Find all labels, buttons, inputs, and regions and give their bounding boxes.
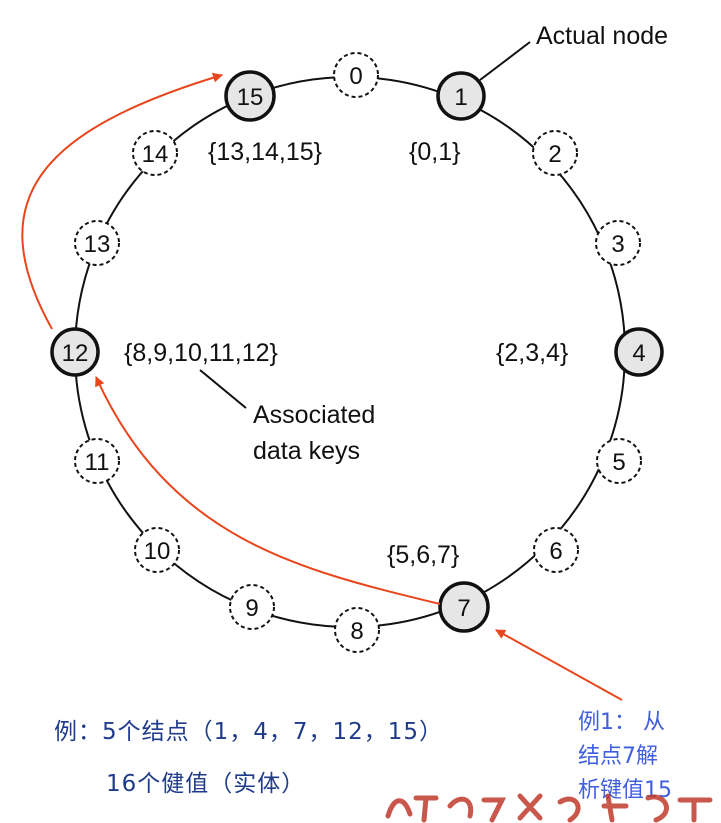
- node-8-label: 8: [350, 618, 363, 645]
- caption-line-1: 例：5个结点（1，4，7，12，15）: [54, 719, 444, 745]
- node-8: 8: [334, 607, 380, 653]
- node-2: 2: [532, 130, 578, 176]
- lookup-arrow-start: [495, 629, 623, 701]
- keyset-node-4: {2,3,4}: [496, 339, 568, 367]
- keyset-node-15: {13,14,15}: [208, 138, 322, 166]
- node-15: 15: [224, 70, 276, 122]
- associated-keys-callout-line2: data keys: [253, 437, 360, 465]
- node-4: 4: [614, 327, 664, 377]
- caption-line-2: 16个健值（实体）: [106, 771, 306, 797]
- node-10-label: 10: [144, 538, 171, 565]
- node-2-label: 2: [548, 141, 561, 168]
- associated-keys-callout-line1: Associated: [253, 401, 375, 429]
- node-7: 7: [438, 581, 490, 633]
- node-5: 5: [596, 438, 642, 484]
- node-1: 1: [436, 71, 486, 121]
- node-9: 9: [229, 584, 275, 630]
- node-12: 12: [50, 327, 100, 377]
- example-note-line2: 结点7解: [578, 744, 658, 769]
- lookup-arrow-12-to-15: [21, 72, 223, 330]
- node-4-label: 4: [632, 340, 645, 367]
- example-note: 例1： 从 结点7解 析键值15: [578, 706, 672, 808]
- associated-keys-leader: [199, 369, 247, 409]
- node-3: 3: [595, 220, 641, 266]
- actual-node-callout: Actual node: [536, 22, 668, 50]
- node-0-label: 0: [349, 63, 362, 90]
- node-12-label: 12: [62, 340, 89, 367]
- node-14: 14: [132, 130, 178, 176]
- watermark-logo: [385, 793, 713, 823]
- node-9-label: 9: [245, 595, 258, 622]
- node-1-label: 1: [454, 84, 467, 111]
- node-10: 10: [134, 527, 180, 573]
- node-3-label: 3: [611, 231, 624, 258]
- example-note-line1: 例1： 从: [578, 710, 665, 735]
- node-7-label: 7: [457, 595, 470, 622]
- node-6: 6: [533, 527, 579, 573]
- node-11-label: 11: [85, 449, 110, 476]
- node-5-label: 5: [612, 449, 625, 476]
- node-11: 11: [74, 438, 120, 484]
- keyset-node-1: {0,1}: [409, 138, 460, 166]
- node-6-label: 6: [549, 538, 562, 565]
- keyset-node-12: {8,9,10,11,12}: [124, 339, 278, 367]
- node-13: 13: [74, 220, 120, 266]
- lookup-arrow-7-to-12: [95, 376, 441, 605]
- actual-node-leader: [479, 41, 531, 81]
- node-0: 0: [333, 52, 379, 98]
- keyset-node-7: {5,6,7}: [387, 541, 459, 569]
- node-13-label: 13: [84, 231, 111, 258]
- node-14-label: 14: [142, 141, 169, 168]
- node-15-label: 15: [237, 84, 264, 111]
